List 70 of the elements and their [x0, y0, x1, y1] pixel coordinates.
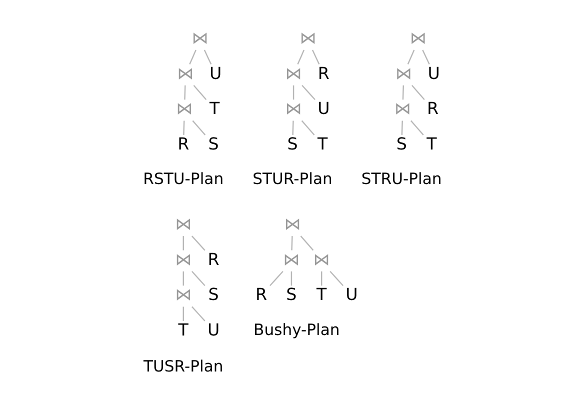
node-text: R	[427, 99, 439, 118]
connector	[189, 50, 196, 65]
node-text: S	[208, 134, 219, 154]
connector	[300, 236, 314, 251]
node-text: T	[426, 134, 437, 154]
node-text: ⋈	[176, 99, 193, 118]
node-text: R	[178, 134, 190, 154]
node-text: ⋈	[283, 250, 300, 269]
connector	[402, 85, 404, 100]
node-text: T	[316, 285, 327, 304]
connector	[191, 270, 206, 286]
connector	[290, 271, 292, 286]
connector	[183, 120, 185, 135]
connector	[411, 84, 425, 100]
node-text: ⋈	[192, 28, 208, 48]
connector	[184, 85, 186, 100]
connector	[320, 271, 322, 286]
node-text: ⋈	[300, 28, 316, 48]
label: STUR-Plan	[252, 170, 332, 188]
connector	[182, 271, 184, 286]
node-text: ⋈	[394, 99, 411, 118]
node-text: S	[396, 134, 407, 154]
connector	[291, 236, 293, 250]
node-text: R	[208, 250, 220, 269]
connector	[301, 120, 315, 136]
connector	[292, 85, 294, 100]
node-text: ⋈	[175, 250, 192, 269]
connector	[270, 270, 284, 286]
connector	[191, 306, 206, 322]
label: RSTU-Plan	[143, 170, 224, 188]
node-text: U	[210, 64, 222, 83]
node-text: T	[178, 320, 188, 340]
node-text: T	[318, 134, 328, 154]
node-text: ⋈	[175, 285, 192, 304]
connector	[302, 84, 316, 100]
connector	[312, 50, 320, 65]
node-text: T	[209, 99, 220, 118]
node-text: U	[428, 64, 440, 83]
node-text: ⋈	[395, 64, 412, 83]
node-text: ⋈	[177, 64, 194, 83]
node-text: R	[318, 64, 330, 83]
node-text: ⋈	[175, 214, 192, 234]
node-text: ⋈	[313, 250, 330, 269]
label: TUSR-Plan	[144, 358, 224, 376]
node-text: S	[208, 285, 219, 304]
connector	[297, 50, 305, 65]
node-text: ⋈	[285, 99, 302, 118]
node-text: ⋈	[284, 214, 301, 234]
connector	[407, 50, 415, 65]
connector	[193, 84, 207, 100]
connector	[192, 120, 206, 136]
connector	[410, 120, 424, 136]
connector	[401, 120, 403, 135]
node-text: U	[207, 320, 220, 340]
connector	[182, 306, 184, 321]
node-text: ⋈	[285, 64, 302, 83]
connector	[182, 236, 184, 250]
node-text: ⋈	[410, 28, 427, 48]
connector	[292, 120, 294, 135]
node-text: S	[286, 285, 297, 304]
connector	[204, 50, 212, 65]
connector	[422, 50, 430, 65]
node-text: U	[346, 285, 358, 304]
label: Bushy-Plan	[254, 321, 340, 340]
node-text: U	[318, 99, 330, 118]
node-text: S	[287, 134, 298, 154]
connector	[191, 236, 206, 251]
connector	[330, 270, 344, 286]
node-text: R	[256, 285, 268, 304]
label: STRU-Plan	[361, 170, 442, 188]
